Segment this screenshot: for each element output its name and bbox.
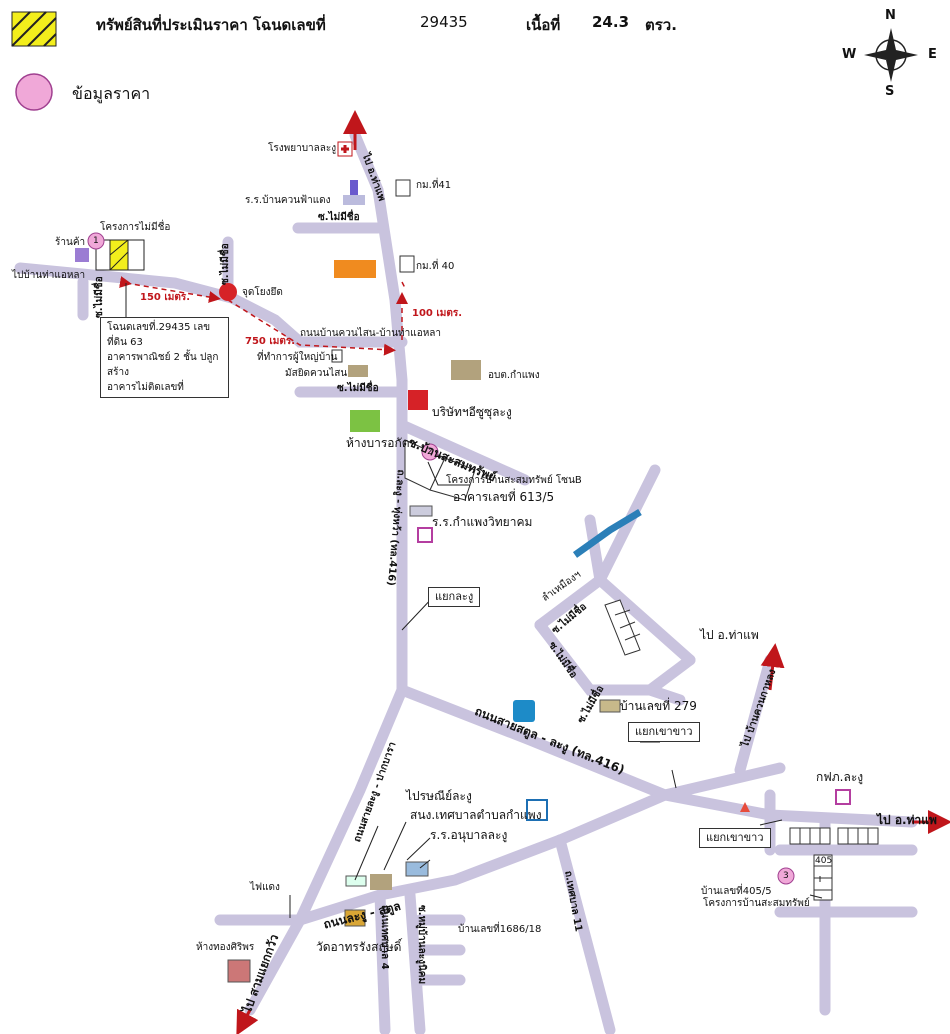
label-school-banklang: ร.ร.บ้านควนฟ้าแดง [245, 195, 331, 206]
label-soi-3: ซ.ไม่มีชื่อ [220, 243, 231, 285]
canal-line [572, 508, 642, 558]
label-post-office: ไปรษณีย์ละงู [406, 789, 472, 803]
label-municipal-office: สนง.เทศบาลตำบลกำแพง [410, 808, 542, 822]
compass-e: E [928, 47, 937, 62]
label-km41: กม.ที่41 [416, 180, 452, 191]
icons [75, 141, 851, 983]
soi-ban-sasom [396, 419, 531, 486]
deed-note-line-2: อาคารพาณิชย์ 2 ชั้น ปลูกสร้าง [107, 352, 219, 378]
arrow-southwest [236, 1008, 259, 1034]
label-house-279: บ้านเลขที่ 279 [620, 699, 697, 713]
label-project-no-name: โครงการไม่มีชื่อ [100, 222, 171, 233]
label-to-ban-tha-ale: ไปบ้านท่าแอหลา [12, 270, 86, 281]
label-soi-2: ซ.ไม่มีชื่อ [94, 276, 105, 318]
road-lagu-satun [294, 762, 786, 926]
header-area-unit: ตรว. [645, 16, 677, 34]
se-plots [789, 827, 879, 901]
label-sao-kamphaeng: อบต.กำแพง [488, 370, 540, 381]
marker-3: 3 [783, 871, 789, 881]
label-dist-100: 100 เมตร. [412, 308, 463, 319]
road-416-north [349, 129, 408, 696]
label-mosque: มัสยิดควนไสน [285, 368, 348, 379]
label-kindergarten: ร.ร.อนุบาลละงู [430, 828, 508, 842]
marker-1: 1 [93, 236, 99, 246]
label-pea-lagu: กฟภ.ละงู [816, 770, 864, 784]
label-shop: ร้านค้า [55, 237, 86, 248]
label-junction-khao-khao-2: แยกเขาขาว [699, 828, 771, 848]
line-150 [119, 276, 221, 303]
header-deed-no: 29435 [420, 13, 468, 31]
label-house-1686: บ้านเลขที่1686/18 [458, 924, 542, 935]
marker-2: 2 [427, 447, 433, 457]
label-road-thetsaban-4: ถนนเทศบาล 4 [379, 905, 390, 970]
label-km40: กม.ที่ 40 [416, 261, 455, 272]
line-750 [227, 299, 396, 356]
deed-note-line-1: โฉนดเลขที่.29435 เลขที่ดิน 63 [107, 322, 211, 348]
header-area-value: 24.3 [592, 13, 630, 31]
road-thetsaban-11 [554, 834, 616, 1034]
label-traffic-light: ไฟแดง [250, 882, 280, 893]
label-temple: วัดอาทรรังสฤษดิ์ [316, 940, 402, 954]
label-landmark: จุดโยงยึด [242, 287, 283, 298]
label-project-sasom-3: โครงการบ้านสะสมทรัพย์ [703, 898, 810, 909]
compass-w: W [842, 47, 857, 62]
road-khuan-kalong [734, 654, 776, 776]
road-ne-end [644, 684, 686, 706]
label-school-kamphaeng: ร.ร.กำแพงวิทยาคม [432, 515, 533, 529]
label-dist-750: 750 เมตร. [245, 336, 296, 347]
label-company: บริษัทฯอีซูซุละงู [432, 405, 512, 419]
soi-branches [414, 914, 466, 986]
label-soi-lagu-nikhom: ซ.หมู่บ้านละงูนิคม [416, 905, 427, 985]
header-area-label: เนื้อที่ [526, 16, 561, 34]
label-project-sasom-b: โครงการบ้านสะสมทรัพย์ โซนB [446, 475, 582, 486]
legend-hatch [11, 11, 57, 47]
label-road-khuan-sai: ถนนบ้านควนไสน-บ้านท่าแอหลา [300, 328, 442, 339]
soi-lagu-nikhom [404, 889, 426, 1034]
ne-plots [604, 599, 641, 656]
label-junction-lagu: แยกละงู [428, 587, 481, 607]
arrow-khuan-kalong [760, 643, 785, 691]
compass-n: N [885, 8, 896, 23]
label-to-tha-phae-east: ไป อ.ท่าแพ [877, 813, 937, 827]
label-hospital: โรงพยาบาลละงู [268, 143, 337, 154]
deed-note-box: โฉนดเลขที่.29435 เลขที่ดิน 63 อาคารพาณิช… [100, 317, 229, 398]
label-dist-150: 150 เมตร. [140, 292, 191, 303]
price-markers [15, 73, 795, 885]
legend-price-label: ข้อมูลราคา [72, 84, 151, 103]
label-to-tha-phae: ไป อ.ท่าแพ [700, 628, 759, 642]
deed-note-line-3: อาคารไม่ติดเลขที่ [107, 382, 184, 393]
label-store: ห้างบารอกัต [346, 436, 410, 450]
label-soi-1: ซ.ไม่มีชื่อ [318, 212, 360, 223]
road-ne-branch [584, 514, 696, 666]
distance-lines [119, 276, 408, 356]
road-network [14, 129, 918, 1034]
header-title: ทรัพย์สินที่ประเมินราคา โฉนดเลขที่ [96, 16, 326, 34]
road-thetsaban-4 [374, 889, 391, 1034]
label-soi-4: ซ.ไม่มีชื่อ [337, 383, 379, 394]
road-ne-loop [534, 619, 696, 696]
label-house-405: บ้านเลขที่405/5 [701, 886, 772, 897]
label-junction-khao-khao: แยกเขาขาว [628, 722, 700, 742]
compass-rose [864, 28, 918, 82]
label-lot-405: 405 [815, 856, 833, 866]
road-lagu-pakbara [244, 684, 408, 1016]
compass-s: S [885, 84, 895, 99]
label-mall: ห้างทองศิริพร [196, 942, 255, 953]
label-village-head: ที่ทำการผู้ใหญ่บ้าน [257, 352, 338, 363]
label-building-613: อาคารเลขที่ 613/5 [453, 490, 555, 504]
subject-plot [95, 239, 145, 271]
